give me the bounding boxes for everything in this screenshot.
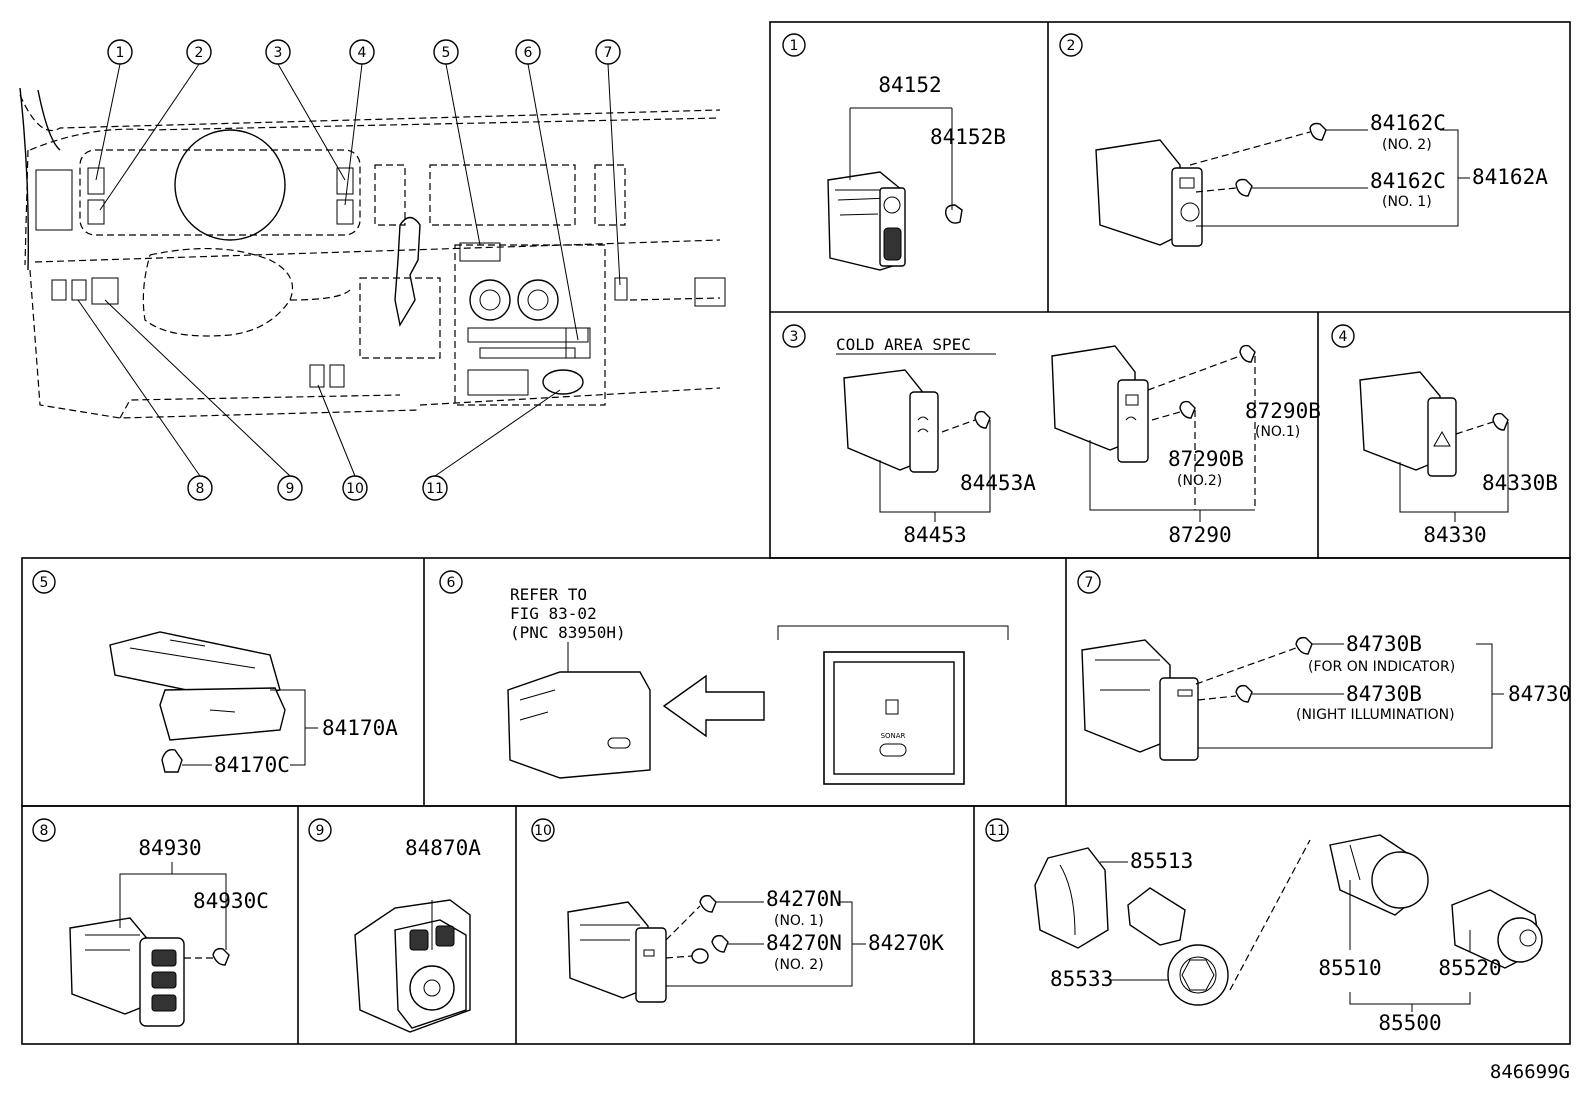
overview-callout-6: 6 <box>524 45 533 61</box>
panel-2-number: 2 <box>1067 38 1076 54</box>
part-84330B: 84330B <box>1482 471 1558 495</box>
part-84170A: 84170A <box>322 716 398 740</box>
part-84730: 84730 <box>1508 682 1571 706</box>
part-84152B: 84152B <box>930 125 1006 149</box>
refer-line-3: (PNC 83950H) <box>510 623 626 642</box>
note-84270N-no2: (NO. 2) <box>774 957 824 973</box>
part-84270N-no1: 84270N <box>766 887 842 911</box>
overview-callout-4: 4 <box>358 45 367 61</box>
overview-callout-3: 3 <box>274 45 283 61</box>
part-84170C: 84170C <box>214 753 290 777</box>
part-85510: 85510 <box>1318 956 1381 980</box>
panel-6: 6 REFER TO FIG 83-02 (PNC 83950H) SONAR <box>439 570 1009 785</box>
panel-7: 7 84730B (FOR ON INDICATOR) 84730B (NIGH… <box>1077 570 1571 761</box>
part-84453A: 84453A <box>960 471 1036 495</box>
part-85513: 85513 <box>1130 849 1193 873</box>
panel-8-number: 8 <box>40 823 49 839</box>
panel-4: 4 84330B 84330 <box>1331 324 1558 547</box>
part-85520: 85520 <box>1438 956 1501 980</box>
part-85500: 85500 <box>1378 1011 1441 1035</box>
panel-1-number: 1 <box>790 38 799 54</box>
overview-callout-8: 8 <box>196 481 205 497</box>
note-no2: (NO. 2) <box>1382 137 1432 153</box>
panel-8: 8 84930 84930C <box>32 818 269 1027</box>
part-87290B-no1: 87290B <box>1245 399 1321 423</box>
panel-3-number: 3 <box>790 329 799 345</box>
part-84730B-night-illumination: 84730B <box>1346 682 1422 706</box>
overview-callouts: 1 2 3 4 5 6 7 8 9 10 11 <box>107 39 621 501</box>
overview-callout-2: 2 <box>195 45 204 61</box>
panel-3: 3 COLD AREA SPEC 84453A 84453 87290B (NO… <box>782 324 1321 547</box>
diagram-id: 846699G <box>1490 1061 1570 1083</box>
part-84930C: 84930C <box>193 889 269 913</box>
note-87290B-no2: (NO.2) <box>1177 473 1222 489</box>
part-87290B-no2: 87290B <box>1168 447 1244 471</box>
panel-9: 9 84870A <box>308 818 481 1033</box>
part-84930: 84930 <box>138 836 201 860</box>
panel-borders <box>21 21 1571 1045</box>
part-84270N-no2: 84270N <box>766 931 842 955</box>
panel-10-number: 10 <box>534 823 552 839</box>
dashboard-overview: 1 2 3 4 5 6 7 8 9 10 11 <box>19 39 726 501</box>
part-85533: 85533 <box>1050 967 1113 991</box>
note-84270N-no1: (NO. 1) <box>774 913 824 929</box>
panel-10: 10 84270N (NO. 1) 84270N (NO. 2) 84270K <box>531 818 944 1003</box>
part-84330: 84330 <box>1423 523 1486 547</box>
note-for-on-indicator: (FOR ON INDICATOR) <box>1308 659 1455 675</box>
panel-11: 11 85513 85533 85510 85520 85500 <box>985 818 1543 1035</box>
refer-line-2: FIG 83-02 <box>510 604 597 623</box>
overview-callout-11: 11 <box>426 481 444 497</box>
part-84162A: 84162A <box>1472 165 1548 189</box>
part-84162C-no1: 84162C <box>1370 169 1446 193</box>
panel-2: 2 84162C (NO. 2) 84162C (NO. 1) 84162A <box>1059 33 1548 247</box>
cold-area-spec: COLD AREA SPEC <box>836 335 971 354</box>
note-87290B-no1: (NO.1) <box>1255 424 1300 440</box>
panel-7-number: 7 <box>1085 575 1094 591</box>
overview-callout-10: 10 <box>346 481 364 497</box>
note-night-illumination: (NIGHT ILLUMINATION) <box>1296 707 1455 723</box>
panel-6-number: 6 <box>447 575 456 591</box>
panel-4-number: 4 <box>1339 329 1348 345</box>
refer-line-1: REFER TO <box>510 585 587 604</box>
sonar-label: SONAR <box>881 732 906 740</box>
part-84270K: 84270K <box>868 931 944 955</box>
panel-1: 1 84152 84152B <box>782 33 1006 271</box>
part-84870A: 84870A <box>405 836 481 860</box>
part-84152: 84152 <box>878 73 941 97</box>
overview-callout-9: 9 <box>286 481 295 497</box>
part-84730B-on-indicator: 84730B <box>1346 632 1422 656</box>
note-no1: (NO. 1) <box>1382 194 1432 210</box>
part-84162C-no2: 84162C <box>1370 111 1446 135</box>
overview-callout-7: 7 <box>604 45 613 61</box>
panel-9-number: 9 <box>316 823 325 839</box>
part-84453: 84453 <box>903 523 966 547</box>
overview-callout-1: 1 <box>116 45 125 61</box>
panel-5: 5 84170A 84170C <box>32 570 398 777</box>
panel-11-number: 11 <box>988 823 1006 839</box>
panel-5-number: 5 <box>40 575 49 591</box>
part-87290: 87290 <box>1168 523 1231 547</box>
overview-callout-5: 5 <box>442 45 451 61</box>
